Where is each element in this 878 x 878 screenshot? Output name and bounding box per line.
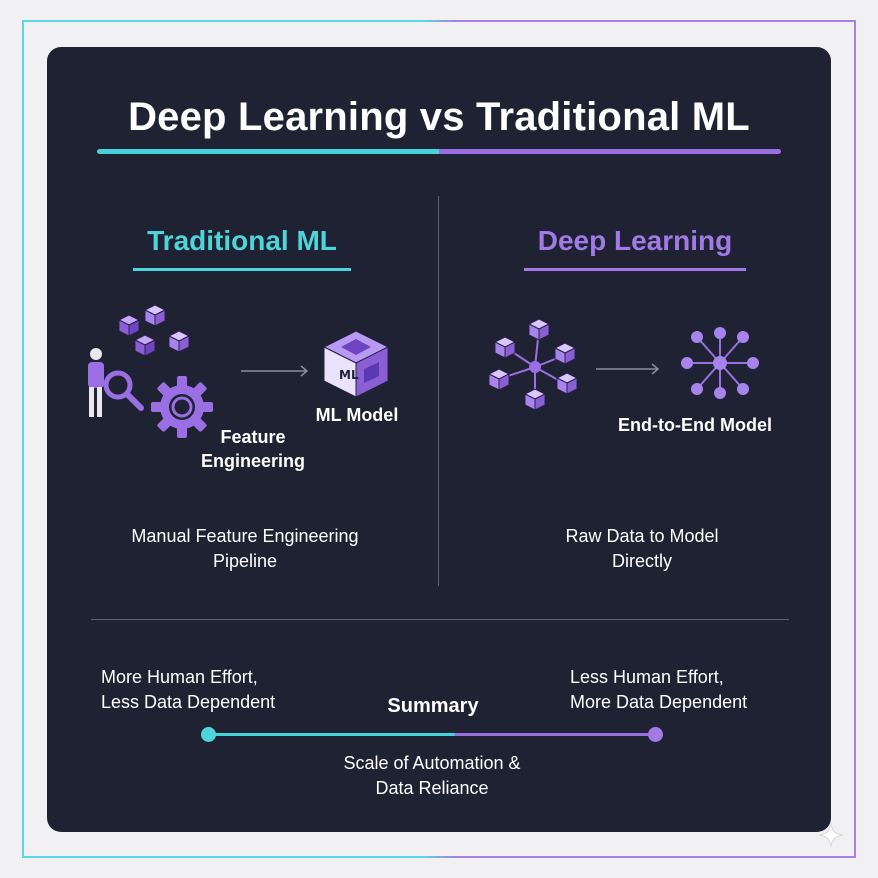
scale-line <box>208 733 656 736</box>
traditional-ml-heading-underline <box>133 268 351 271</box>
cubes-icon <box>117 304 191 357</box>
ml-cube-icon: ML <box>322 330 390 398</box>
sparkle-icon <box>818 822 844 848</box>
person-magnifier-icon <box>88 348 144 417</box>
infographic-card: Deep Learning vs Traditional ML Traditio… <box>47 47 831 832</box>
column-divider <box>438 196 439 586</box>
deep-learning-heading-underline <box>524 268 746 271</box>
arrow-right-icon <box>241 365 309 377</box>
ml-model-label: ML Model <box>315 405 399 425</box>
summary-left-text: More Human Effort, Less Data Dependent <box>101 667 276 712</box>
ml-cube-text: ML <box>339 368 359 382</box>
data-network-icon <box>487 318 579 411</box>
scale-end-dot <box>648 727 663 742</box>
neural-network-icon <box>681 327 759 399</box>
scale-start-dot <box>201 727 216 742</box>
deep-learning-description: Raw Data to Model Directly <box>565 526 719 571</box>
traditional-ml-description: Manual Feature Engineering Pipeline <box>131 526 359 571</box>
end-to-end-model-label: End-to-End Model <box>618 415 772 435</box>
arrow-right-icon <box>596 363 660 375</box>
deep-learning-heading: Deep Learning <box>537 225 733 256</box>
scale-caption: Scale of Automation & Data Reliance <box>343 753 521 798</box>
title-underline <box>97 149 781 154</box>
page-title: Deep Learning vs Traditional ML <box>128 95 750 139</box>
traditional-ml-heading: Traditional ML <box>147 225 337 256</box>
gear-icon <box>151 376 213 438</box>
summary-title: Summary <box>387 695 479 717</box>
feature-engineering-label: Feature Engineering <box>200 427 305 471</box>
summary-divider <box>91 619 789 620</box>
summary-right-text: Less Human Effort, More Data Dependent <box>570 667 748 712</box>
